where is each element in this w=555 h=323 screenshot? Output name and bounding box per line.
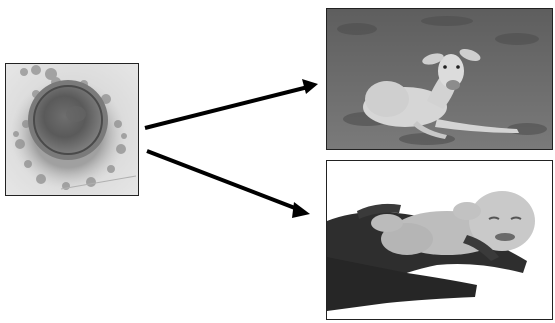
arrowhead-calf xyxy=(302,79,318,94)
arrow-to-calf xyxy=(145,79,318,128)
arrowhead-baby xyxy=(292,202,310,218)
arrow-to-baby xyxy=(147,151,310,218)
